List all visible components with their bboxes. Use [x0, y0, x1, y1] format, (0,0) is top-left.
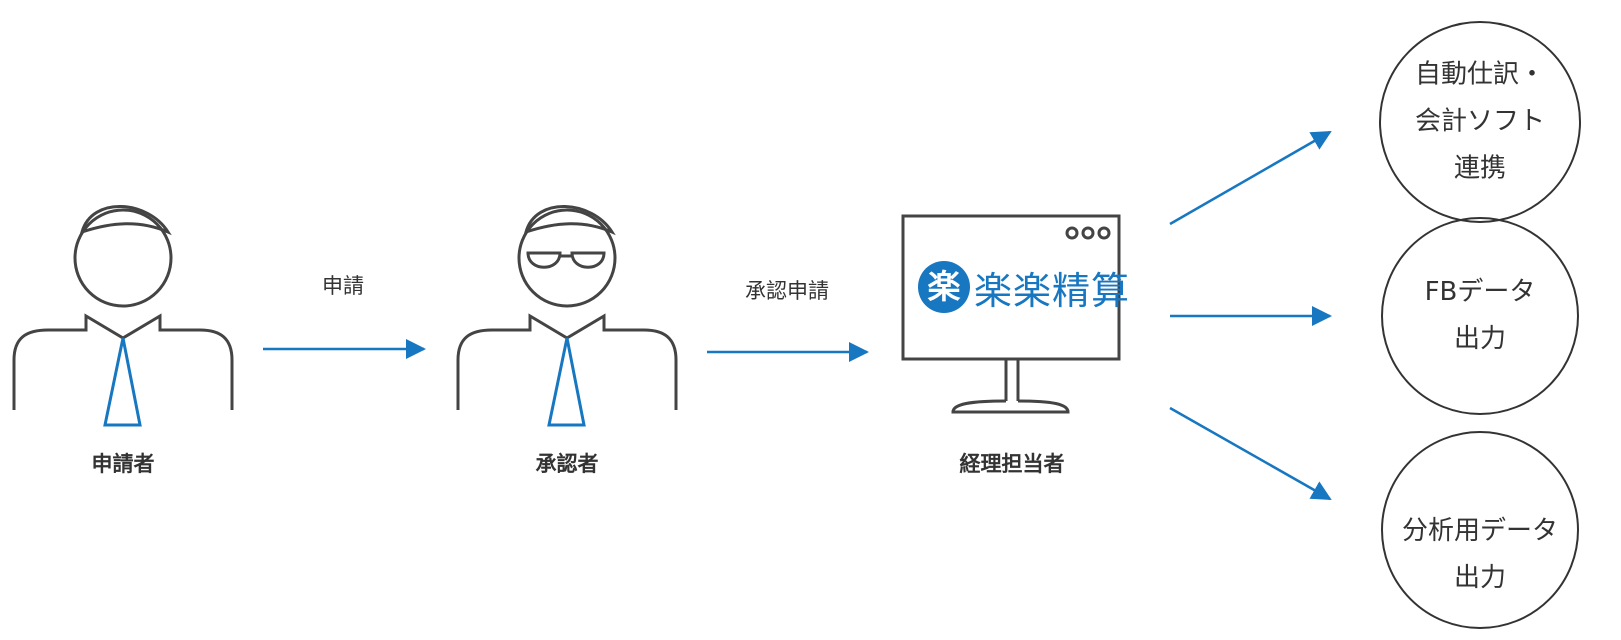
output-circle-journal: [1379, 21, 1581, 223]
actor-label-approver: 承認者: [535, 452, 599, 476]
app-logo-mark: 楽: [918, 261, 970, 313]
actor-label-accountant: 経理担当者: [959, 452, 1065, 476]
flow-label-apply: 申請: [322, 274, 364, 298]
app-name: 楽楽精算: [974, 268, 1131, 313]
output-text-line: 出力: [1453, 324, 1507, 354]
monitor-icon: [901, 214, 1121, 414]
output-text-line: 自動仕訳・: [1414, 59, 1546, 90]
output-text-fb: FBデータ 出力: [1425, 269, 1536, 363]
output-text-line: 分析用データ: [1401, 516, 1559, 546]
actor-label-applicant: 申請者: [91, 452, 155, 476]
output-text-line: 会計ソフト: [1414, 106, 1546, 137]
output-text-analysis: 分析用データ 出力: [1402, 508, 1558, 602]
arrow-to-output-analysis: [1169, 406, 1332, 501]
output-text-line: FBデータ: [1424, 277, 1536, 307]
output-circle-analysis: [1381, 431, 1579, 629]
app-logo: 楽 楽楽精算: [918, 258, 1130, 316]
output-circle-fb: [1381, 217, 1579, 415]
output-text-line: 連携: [1453, 153, 1507, 184]
output-text-line: 出力: [1453, 563, 1507, 593]
applicant-person-icon: [12, 205, 234, 427]
approver-person-icon: [456, 205, 678, 427]
arrow-to-output-journal: [1169, 130, 1332, 226]
output-text-journal: 自動仕訳・ 会計ソフト 連携: [1415, 52, 1545, 193]
flow-label-approval-request: 承認申請: [745, 279, 829, 303]
